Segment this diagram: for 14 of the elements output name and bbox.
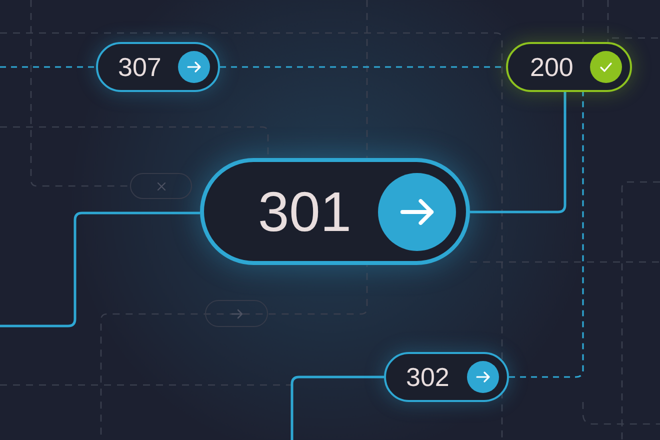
status-code: 200 <box>530 54 574 80</box>
dashed-line <box>509 92 584 378</box>
faded-pill <box>130 173 192 199</box>
faded-pill <box>205 300 268 327</box>
status-code: 307 <box>118 54 162 80</box>
dashed-line <box>0 66 96 68</box>
status-pill <box>506 42 632 92</box>
status-pill <box>384 352 509 402</box>
connector-line <box>470 92 566 214</box>
status-code: 301 <box>258 184 352 240</box>
connector-line <box>290 376 384 440</box>
status-pill <box>96 42 220 92</box>
connector-line <box>0 212 200 328</box>
status-code: 302 <box>406 364 450 390</box>
